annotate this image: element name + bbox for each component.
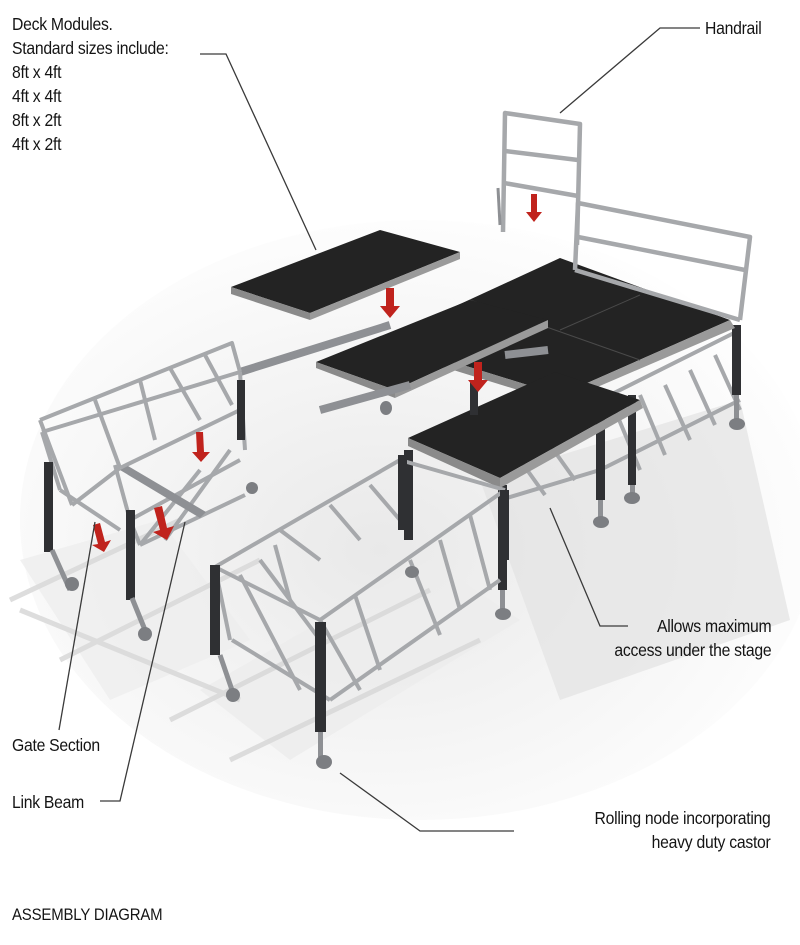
deck-size-item: 4ft x 4ft bbox=[12, 86, 62, 106]
handrail-piece bbox=[496, 110, 583, 246]
arrow-down-icon bbox=[526, 194, 542, 222]
rolling-node-line-2: heavy duty castor bbox=[652, 832, 771, 852]
link-beam-back bbox=[238, 321, 549, 414]
rolling-frame bbox=[210, 455, 509, 769]
leader-handrail bbox=[559, 27, 700, 114]
handrail-label: Handrail bbox=[705, 18, 762, 38]
deck-size-item: 8ft x 4ft bbox=[12, 62, 62, 82]
arrow-down-icon bbox=[468, 362, 488, 392]
link-beam-label: Link Beam bbox=[12, 792, 84, 812]
deck-modules-subtitle: Standard sizes include: bbox=[12, 38, 169, 58]
leader-access bbox=[549, 507, 628, 627]
access-label: Allows maximum access under the stage bbox=[614, 614, 771, 662]
deck-modules-title: Deck Modules. bbox=[12, 14, 113, 34]
arrow-down-icon bbox=[380, 288, 400, 318]
leader-gate-section bbox=[58, 521, 96, 731]
leader-lines bbox=[58, 27, 700, 832]
deck-size-item: 4ft x 2ft bbox=[12, 134, 62, 154]
gate-section-frame bbox=[38, 341, 258, 641]
assembly-arrows bbox=[92, 194, 542, 552]
leader-rolling-node bbox=[339, 772, 514, 832]
leader-link-beam bbox=[100, 521, 186, 802]
arrow-down-icon bbox=[92, 523, 111, 552]
deck-modules-label: Deck Modules. Standard sizes include: 8f… bbox=[12, 12, 169, 156]
arrow-down-icon bbox=[192, 432, 210, 462]
access-line-1: Allows maximum bbox=[656, 616, 772, 636]
arrow-down-icon bbox=[153, 506, 174, 540]
rolling-node-label: Rolling node incorporating heavy duty ca… bbox=[595, 806, 771, 854]
access-line-2: access under the stage bbox=[614, 640, 771, 660]
deck-size-item: 8ft x 2ft bbox=[12, 110, 62, 130]
deck-module-middle bbox=[316, 300, 548, 415]
gate-section-label: Gate Section bbox=[12, 735, 100, 755]
diagram-caption: ASSEMBLY DIAGRAM bbox=[12, 905, 163, 924]
deck-module-floating bbox=[231, 230, 460, 320]
rolling-node-line-1: Rolling node incorporating bbox=[595, 808, 771, 828]
leader-deck-modules bbox=[200, 53, 317, 251]
